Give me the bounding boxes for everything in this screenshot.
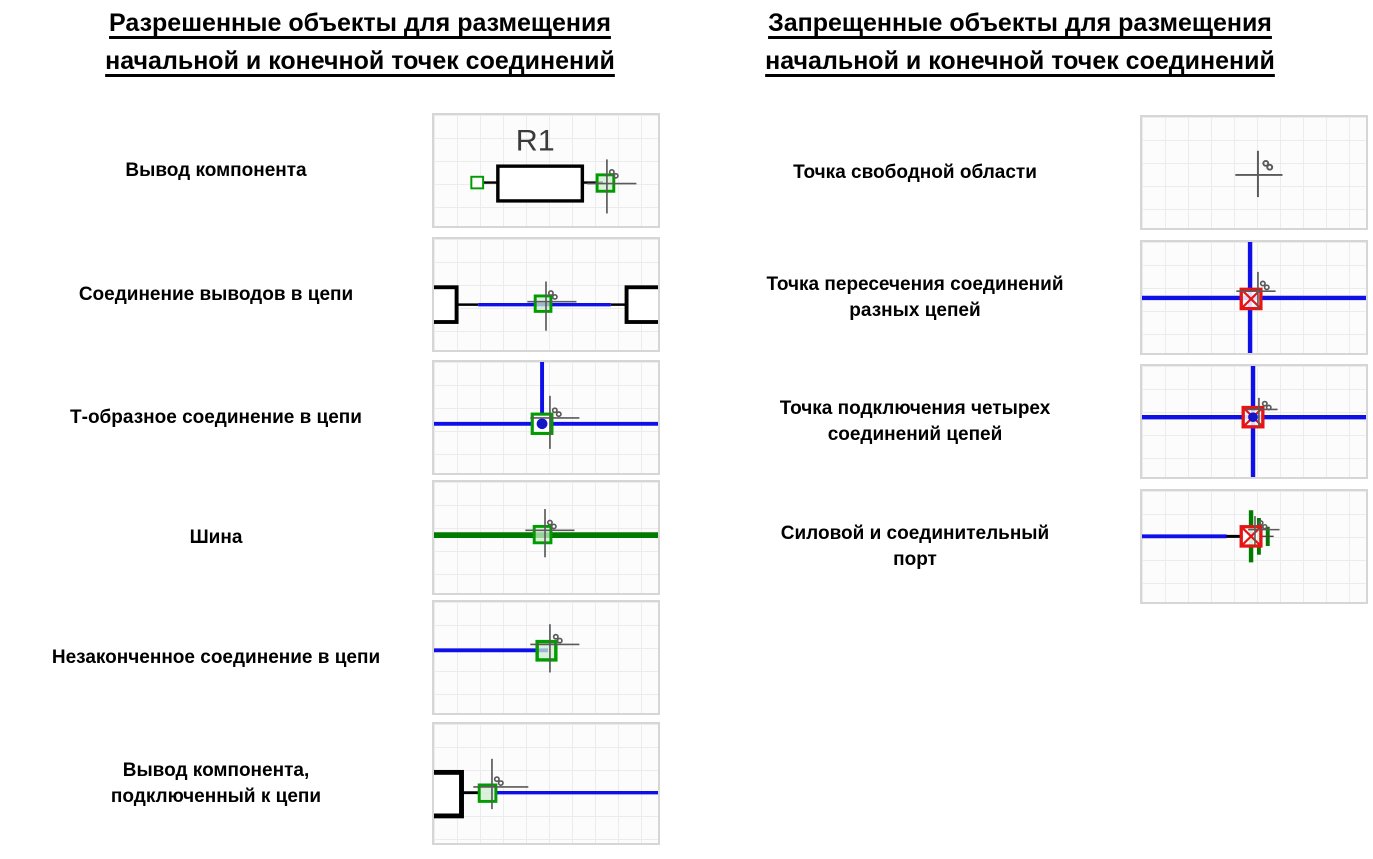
junction-dot — [1248, 412, 1258, 422]
hotspot-marker — [533, 294, 553, 313]
crosshair-cursor-icon — [473, 758, 529, 810]
forbidden-label-free-area: Точка свободной области — [793, 161, 1037, 183]
allowed-label-bus: Шина — [189, 526, 243, 548]
cursor-attachment-icon — [608, 169, 615, 175]
figure-power-and-connection-port — [1140, 489, 1368, 604]
forbidden-marker — [1239, 525, 1263, 548]
cursor-attachment-icon — [1261, 400, 1268, 407]
component-body-left — [434, 285, 459, 324]
figure-t-junction — [432, 360, 660, 475]
forbidden-label-four-wires: Точка подключения четырех соединений цеп… — [779, 397, 1051, 445]
cursor-attachment-icon — [551, 407, 558, 414]
crosshair-cursor-icon — [525, 509, 575, 558]
forbidden-label-power-port: Силовой и соединительный порт — [780, 522, 1050, 570]
figure-crossing-of-different-nets — [1140, 240, 1368, 355]
allowed-section-title: Разрешенные объекты для размещения начал… — [105, 9, 615, 75]
crosshair-cursor-icon — [530, 395, 580, 449]
crosshair-cursor-icon — [1248, 516, 1280, 546]
allowed-label-dangling-wire: Незаконченное соединение в цепи — [51, 646, 381, 668]
cursor-attachment-icon — [547, 290, 554, 296]
allowed-label-component-pin: Вывод компонента — [125, 159, 307, 181]
forbidden-label-crossing-nets: Точка пересечения соединений разных цепе… — [766, 273, 1064, 321]
pin-endpoint-square-left — [470, 175, 485, 190]
figure-free-area-point — [1140, 115, 1368, 230]
figure-pin-connected-to-wire — [432, 722, 660, 845]
crosshair-cursor-icon — [587, 159, 637, 214]
component-body — [434, 769, 464, 819]
figure-four-wire-connection-point — [1140, 364, 1368, 479]
cursor-attachment-icon — [1258, 520, 1264, 526]
crosshair-cursor-icon — [1236, 271, 1276, 310]
crosshair-cursor-icon — [527, 281, 577, 331]
figure-pins-connected-by-wire — [432, 237, 660, 352]
junction-dot — [536, 418, 548, 430]
figure-dangling-wire — [432, 600, 660, 715]
cursor-attachment-icon — [552, 633, 559, 640]
hotspot-marker — [532, 524, 553, 545]
allowed-label-pin-connected-to-wire: Вывод компонента, подключенный к цепи — [110, 759, 322, 807]
designator-text: R1 — [516, 125, 555, 158]
component-body-right — [624, 285, 658, 324]
crosshair-cursor-icon — [1235, 150, 1283, 198]
crosshair-cursor-icon — [530, 624, 580, 673]
resistor-body — [496, 164, 585, 203]
cursor-attachment-icon — [1259, 280, 1266, 287]
cursor-attachment-icon — [546, 519, 553, 526]
figure-component-pin: R1 — [432, 113, 660, 228]
figure-bus — [432, 480, 660, 595]
allowed-label-t-junction: Т-образное соединение в цепи — [70, 406, 362, 428]
crosshair-cursor-icon — [1246, 397, 1278, 427]
resistor-symbol: R1 — [470, 125, 616, 203]
hotspot-marker — [535, 639, 558, 662]
cursor-attachment-icon — [493, 776, 500, 783]
allowed-label-pins-connected: Соединение выводов в цепи — [78, 283, 354, 305]
forbidden-section-title: Запрещенные объекты для размещения начал… — [765, 9, 1275, 75]
cursor-attachment-icon — [1262, 159, 1270, 167]
